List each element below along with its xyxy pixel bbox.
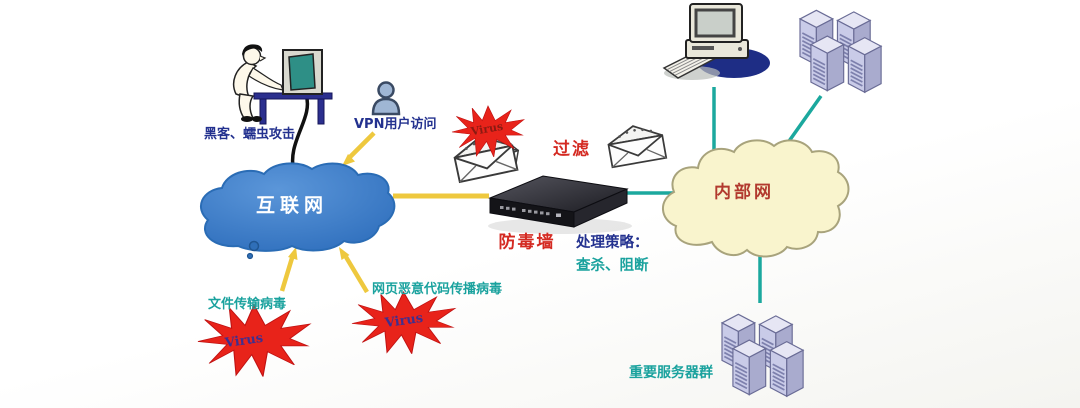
firewall-appliance-icon — [488, 175, 632, 234]
arrow-webvirus-to-internet — [339, 247, 369, 294]
arrow-vpn-to-internet — [342, 131, 376, 166]
file-virus-label: 文件传输病毒 — [208, 297, 287, 312]
intranet-servers-icon — [799, 9, 882, 94]
intranet-cloud — [662, 139, 850, 258]
policy-title: 处理策略： — [576, 235, 649, 251]
desktop-computer-icon — [662, 3, 770, 80]
web-virus-label: 网页恶意代码传播病毒 — [372, 282, 503, 297]
vpn-user-label: VPN用户访问 — [354, 117, 437, 132]
policy-actions: 查杀、阻断 — [576, 258, 649, 274]
filtered-envelope-icon — [605, 120, 668, 169]
vpn-user-icon — [371, 81, 401, 116]
hacker-workstation-icon — [232, 44, 333, 125]
intranet-label: 内部网 — [714, 182, 774, 203]
internet-cloud — [200, 162, 396, 260]
filter-label: 过滤 — [553, 139, 591, 160]
internet-label: 互联网 — [255, 194, 329, 217]
important-servers-icon — [721, 313, 804, 398]
hacker-label: 黑客、蠕虫攻击 — [204, 127, 296, 142]
firewall-label: 防毒墙 — [498, 232, 556, 253]
arrow-filevirus-to-internet — [279, 247, 298, 292]
server-group-label: 重要服务器群 — [629, 365, 713, 381]
